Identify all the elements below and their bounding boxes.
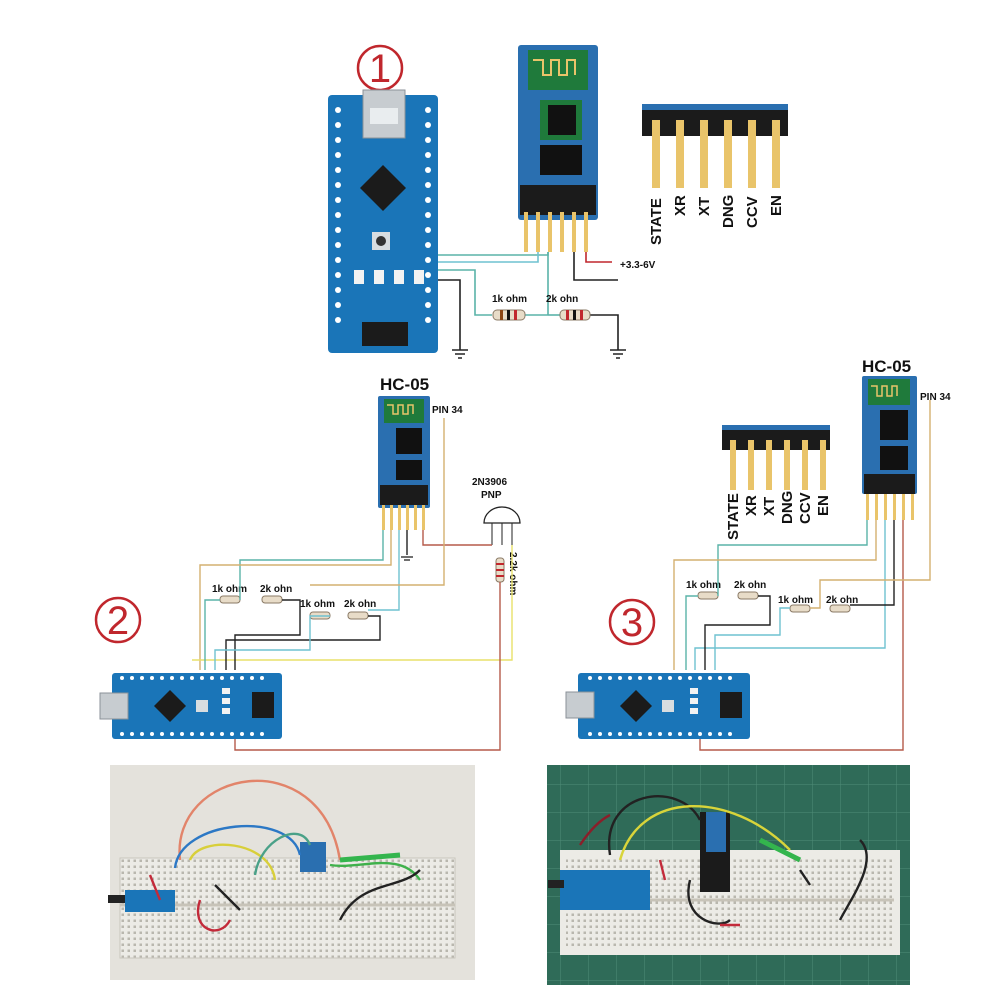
- hc05-module-2: [378, 396, 430, 530]
- transistor-label: 2N3906: [472, 477, 507, 488]
- supply-label: +3.3-6V: [620, 260, 656, 271]
- ground-symbol-2: [401, 556, 413, 561]
- resistor-2k: [559, 309, 591, 321]
- pin34-label-2: PIN 34: [432, 405, 463, 416]
- resistor-2k-label-2b: 2k ohn: [344, 599, 376, 610]
- transistor-type: PNP: [481, 490, 502, 501]
- pin-label-xr-3: XR: [743, 495, 760, 516]
- arduino-nano-board: [328, 89, 438, 353]
- arduino-nano-board-3: [565, 673, 750, 739]
- pin-label-xr: XR: [672, 195, 689, 216]
- pin-label-state: STATE: [648, 198, 665, 245]
- resistor-1k-label-2a: 1k ohm: [212, 584, 247, 595]
- resistor-2-2k: [495, 557, 505, 583]
- pin-header-3: STATE XR XT DNG CCV EN: [722, 425, 832, 540]
- pin-label-xt-3: XT: [761, 497, 778, 516]
- pin-label-dng: DNG: [720, 195, 737, 228]
- resistor-2k-label: 2k ohn: [546, 294, 578, 305]
- pin-label-xt: XT: [696, 197, 713, 216]
- section-3-circle: [608, 598, 656, 646]
- pin-label-dng-3: DNG: [779, 491, 796, 524]
- section-3-wires: [673, 400, 931, 751]
- hc05-title-2: HC-05: [380, 375, 429, 394]
- hc05-module: [518, 45, 598, 252]
- section-1-number: 1: [369, 47, 391, 91]
- resistor-1k: [492, 309, 526, 321]
- pin-label-ccv-3: CCV: [797, 492, 814, 524]
- section-2: 2 HC-05 PIN 34 2N3906 PNP 2.2k ohm: [94, 375, 521, 751]
- section-2-wires: [192, 418, 513, 751]
- pin-header: STATE XR XT DNG CCV EN: [642, 104, 788, 245]
- resistor-2k-label-3a: 2k ohn: [734, 580, 766, 591]
- hc05-title-3: HC-05: [862, 357, 911, 376]
- pin34-label-3: PIN 34: [920, 392, 951, 403]
- resistor-1k-label: 1k ohm: [492, 294, 527, 305]
- section-2-circle: [94, 596, 142, 644]
- hc05-module-3: [862, 376, 917, 520]
- resistors-section-3: [697, 591, 851, 613]
- pin-label-ccv: CCV: [744, 196, 761, 228]
- transistor-pnp: [483, 506, 521, 545]
- resistor-1k-label-3b: 1k ohm: [778, 595, 813, 606]
- section-2-number: 2: [107, 599, 129, 643]
- breadboard-photo-right: [547, 765, 910, 985]
- section-3-number: 3: [621, 601, 643, 645]
- breadboard-photo-left: [108, 765, 475, 980]
- resistor-2k-label-3b: 2k ohn: [826, 595, 858, 606]
- section-1: 1: [328, 44, 788, 359]
- pin-label-en-3: EN: [815, 495, 832, 516]
- ground-symbol: [452, 349, 626, 359]
- section-3: 3 HC-05 PIN 34 STATE XR XT DNG CCV: [565, 357, 951, 751]
- pin-label-state-3: STATE: [725, 493, 742, 540]
- pin-label-en: EN: [768, 195, 785, 216]
- resistor-1k-label-2b: 1k ohm: [300, 599, 335, 610]
- arduino-nano-board-2: [99, 673, 282, 739]
- resistor-1k-label-3a: 1k ohm: [686, 580, 721, 591]
- resistor-2k-label-2a: 2k ohn: [260, 584, 292, 595]
- section-1-wires: [438, 252, 619, 350]
